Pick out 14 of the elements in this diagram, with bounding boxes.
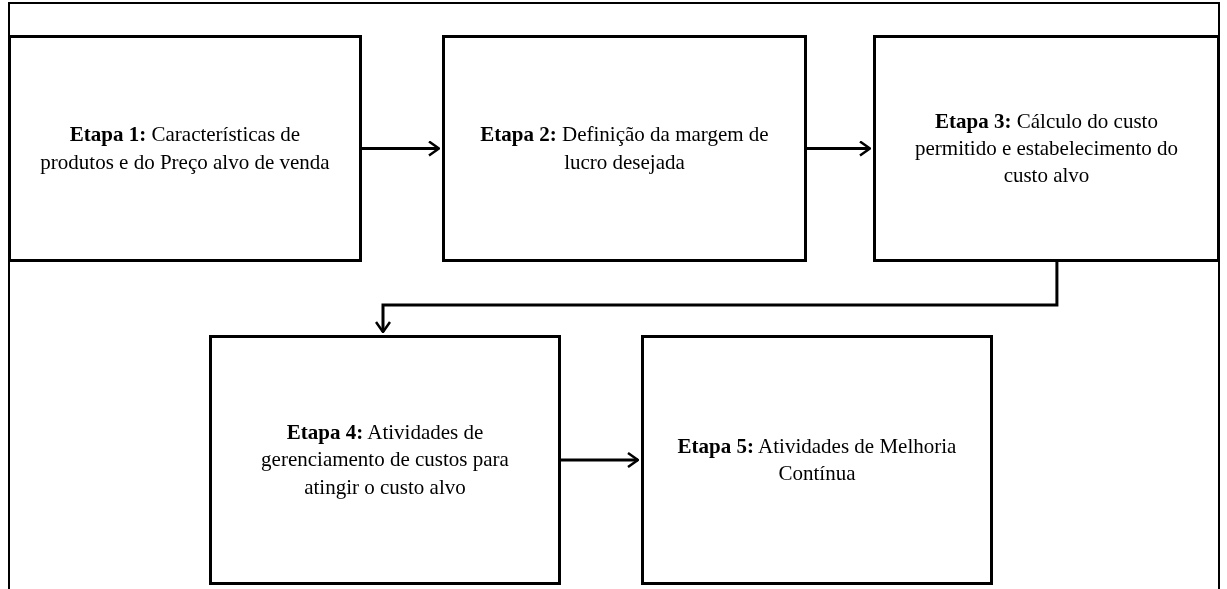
process-box — [8, 35, 362, 262]
step-text: Etapa 1: Características de produtos e do Preço alvo de venda — [39, 121, 331, 176]
arrow — [807, 140, 872, 157]
step-text: Etapa 2: Definição da margem de lucro desejada — [479, 121, 770, 176]
process-box — [641, 335, 993, 585]
process-box — [873, 35, 1220, 262]
arrow — [362, 140, 441, 157]
process-box — [442, 35, 807, 262]
arrow — [374, 262, 1059, 334]
step-text: Etapa 5: Atividades de Melhoria Contínua — [676, 432, 958, 487]
arrow — [561, 451, 640, 469]
process-box — [209, 335, 561, 585]
step-text: Etapa 3: Cálculo do custo permitido e estabelecimento do custo alvo — [914, 107, 1179, 190]
step-text: Etapa 4: Atividades de gerenciamento de custos para atingir o custo alvo — [260, 419, 510, 501]
